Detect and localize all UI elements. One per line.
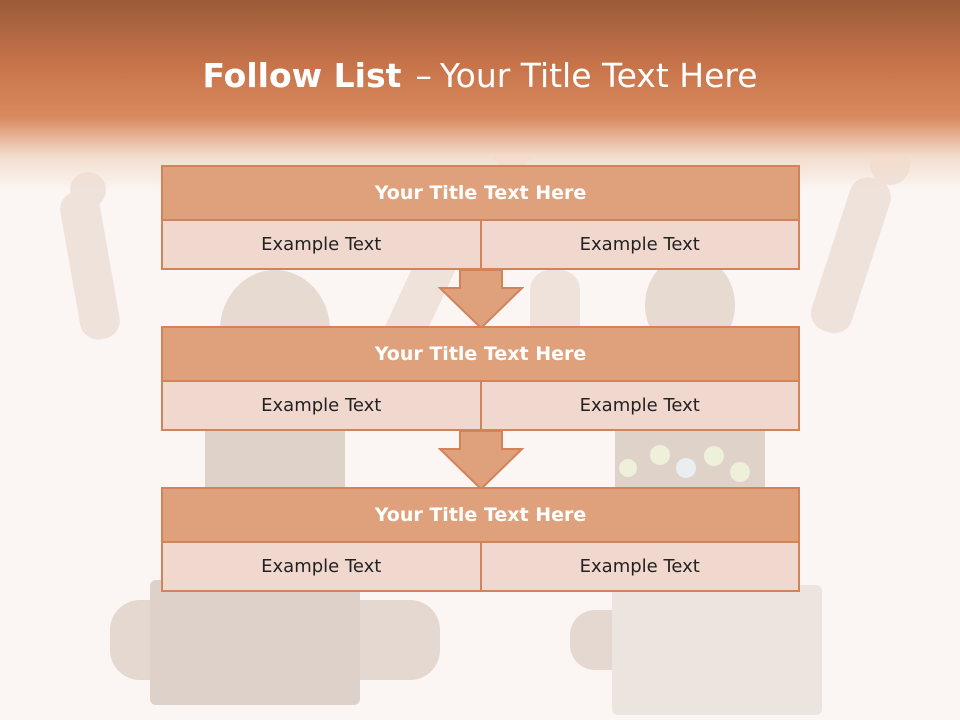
step-cell-left: Example Text	[161, 543, 482, 592]
step-block-3: Your Title Text Here Example Text Exampl…	[161, 487, 800, 592]
header-band	[0, 0, 960, 190]
step-heading: Your Title Text Here	[161, 165, 800, 221]
title-rest: Your Title Text Here	[439, 56, 758, 95]
step-heading: Your Title Text Here	[161, 487, 800, 543]
down-arrow-icon	[438, 270, 524, 330]
step-row: Example Text Example Text	[161, 382, 800, 431]
step-cell-right: Example Text	[481, 221, 800, 270]
step-row: Example Text Example Text	[161, 543, 800, 592]
down-arrow-icon	[438, 431, 524, 491]
slide-title: Follow List–Your Title Text Here	[0, 52, 960, 100]
step-row: Example Text Example Text	[161, 221, 800, 270]
step-block-2: Your Title Text Here Example Text Exampl…	[161, 326, 800, 431]
step-block-1: Your Title Text Here Example Text Exampl…	[161, 165, 800, 270]
title-dash: –	[415, 56, 432, 95]
step-heading: Your Title Text Here	[161, 326, 800, 382]
step-cell-left: Example Text	[161, 221, 482, 270]
step-cell-right: Example Text	[481, 382, 800, 431]
step-cell-right: Example Text	[481, 543, 800, 592]
title-bold: Follow List	[202, 56, 402, 95]
step-cell-left: Example Text	[161, 382, 482, 431]
